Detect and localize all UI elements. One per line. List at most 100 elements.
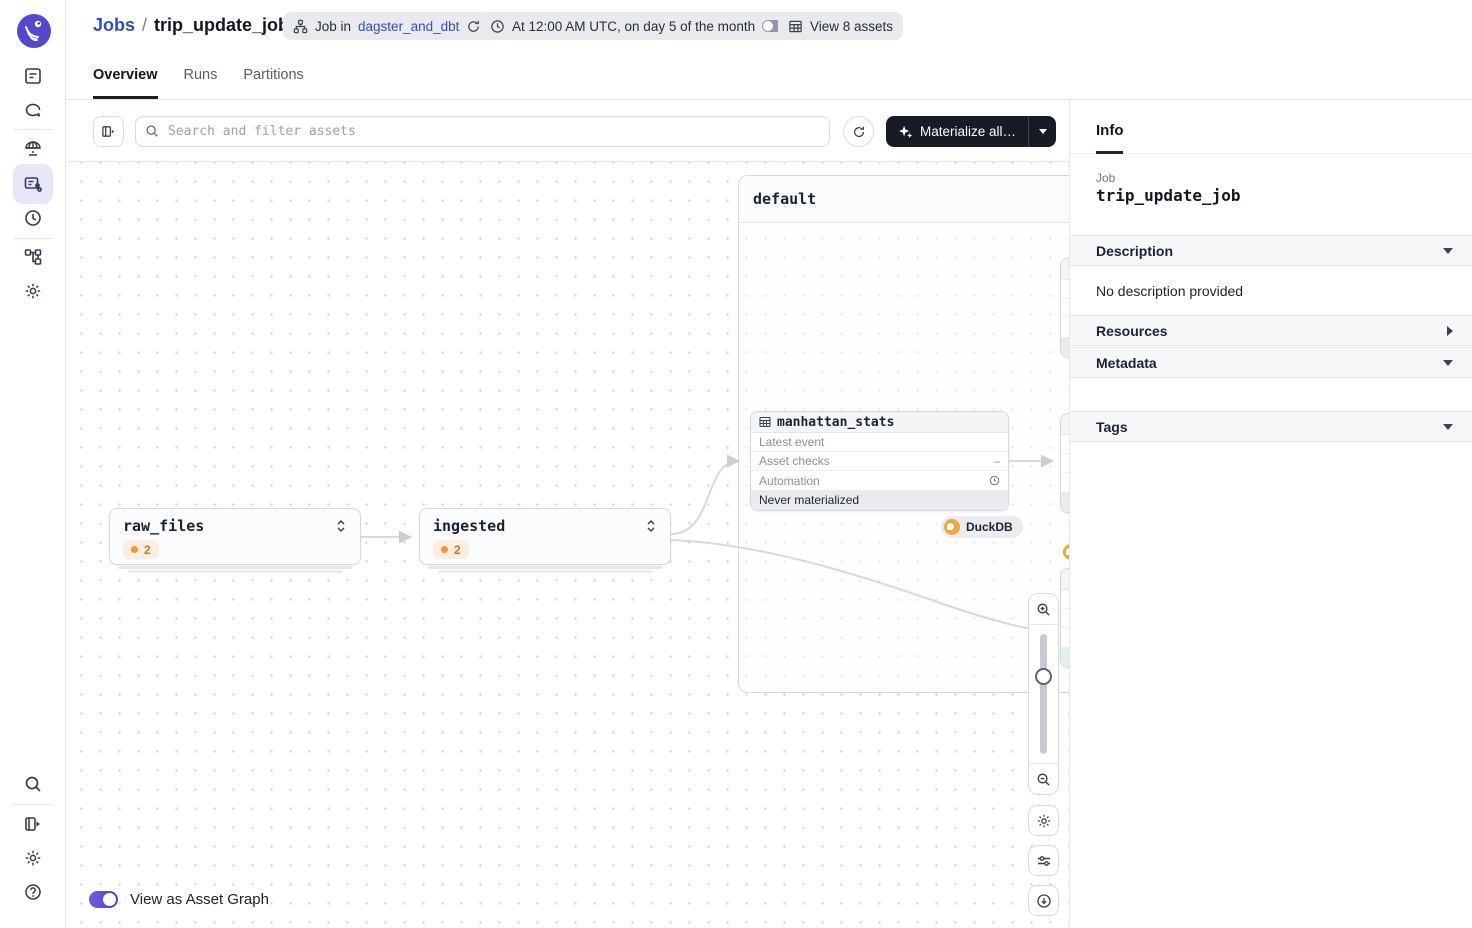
node-row-asset-checks: Asset checks–	[751, 452, 1008, 471]
table-icon	[759, 416, 771, 428]
node-row: Automation	[1061, 318, 1069, 337]
zoom-out-button[interactable]	[1029, 764, 1058, 794]
stack-effect	[428, 566, 662, 569]
expand-panel-icon[interactable]	[23, 814, 43, 834]
node-row: Automation	[1061, 628, 1069, 647]
tab-overview[interactable]: Overview	[93, 67, 158, 99]
code-location-link[interactable]: dagster_and_dbt	[358, 18, 460, 34]
graph-toolbar: Materialize all…	[66, 100, 1069, 162]
asset-node-header[interactable]: manhattan_stats	[751, 412, 1008, 433]
asset-node-clipped-2[interactable]: Latest event Asset checks Automation Nev…	[1060, 413, 1069, 513]
reload-icon[interactable]	[466, 19, 481, 34]
settings-gear-icon[interactable]	[23, 848, 43, 868]
view-as-asset-graph-toggle-row: View as Asset Graph	[89, 891, 269, 908]
sidebar-item-jobs-selected[interactable]	[13, 164, 53, 204]
asset-node-manhattan-stats[interactable]: manhattan_stats Latest event Asset check…	[750, 411, 1009, 511]
chevron-down-icon	[1443, 247, 1453, 254]
graph-settings-button[interactable]	[1028, 805, 1059, 836]
asset-node-clipped-3[interactable]: Latest event Asset checks Automation Mat…	[1060, 568, 1069, 668]
search-input[interactable]	[135, 116, 830, 147]
node-row-automation: Automation	[751, 471, 1008, 490]
tab-partitions[interactable]: Partitions	[243, 67, 304, 83]
job-in-label: Job in	[315, 18, 352, 34]
asset-group-header[interactable]: default	[739, 176, 1069, 223]
job-location-badge[interactable]: Job in dagster_and_dbt	[283, 12, 492, 40]
asset-search	[135, 116, 830, 147]
schedules-clock-icon[interactable]	[23, 208, 43, 228]
refresh-button[interactable]	[843, 116, 874, 147]
refresh-icon	[853, 126, 864, 137]
job-type-label: Job	[1096, 171, 1116, 185]
sidebar-divider	[13, 129, 53, 130]
tab-bar: Overview Runs Partitions	[93, 67, 304, 99]
gear-icon	[1037, 814, 1050, 827]
job-name: trip_update_job	[1096, 186, 1241, 205]
info-tab-divider	[1070, 153, 1472, 154]
materialization-status: Never materialized	[751, 490, 1008, 510]
duckdb-icon	[944, 519, 960, 535]
search-icon[interactable]	[23, 774, 43, 794]
asset-node-clipped-1[interactable]: Latest event Asset checks Automation Nev…	[1060, 258, 1069, 358]
stack-effect	[438, 570, 652, 573]
collapse-sidebar-button[interactable]	[93, 116, 124, 147]
section-metadata[interactable]: Metadata	[1070, 347, 1472, 378]
chevron-down-icon	[1038, 129, 1047, 134]
group-node-ingested[interactable]: ingested 2	[419, 508, 671, 573]
status-dot	[441, 546, 448, 553]
lineage-globe-icon[interactable]	[23, 139, 43, 159]
breadcrumb-jobs-link[interactable]: Jobs	[93, 15, 136, 35]
tab-runs[interactable]: Runs	[183, 67, 218, 83]
schedule-badge[interactable]: At 12:00 AM UTC, on day 5 of the month	[480, 12, 793, 40]
schedule-label: At 12:00 AM UTC, on day 5 of the month	[512, 18, 756, 34]
section-description[interactable]: Description	[1070, 235, 1472, 266]
node-row: Latest event	[1061, 435, 1069, 454]
chevron-down-icon	[1443, 359, 1453, 366]
recenter-button[interactable]	[1028, 885, 1059, 916]
help-icon[interactable]	[23, 882, 43, 902]
left-nav-sidebar	[0, 0, 66, 928]
clock-icon	[491, 19, 504, 33]
info-tab[interactable]: Info	[1096, 122, 1124, 139]
deployment-gear-icon[interactable]	[23, 281, 43, 301]
graph-panel: Materialize all… default	[66, 100, 1069, 928]
catalog-icon[interactable]	[23, 66, 43, 86]
sidebar-divider	[13, 804, 53, 805]
graph-filters-button[interactable]	[1028, 845, 1059, 876]
workflow-icon	[293, 19, 308, 33]
asset-node-header[interactable]	[1061, 259, 1069, 280]
group-node-raw-files[interactable]: raw_files 2	[109, 508, 361, 573]
asset-node-header[interactable]	[1061, 569, 1069, 590]
view-assets-label: View 8 assets	[810, 18, 894, 34]
materialize-dropdown-button[interactable]	[1028, 116, 1056, 147]
unfold-icon[interactable]	[335, 519, 347, 533]
node-row: Automation	[1061, 473, 1069, 492]
zoom-slider-handle[interactable]	[1035, 668, 1052, 685]
materialize-all-main[interactable]: Materialize all…	[886, 116, 1028, 147]
schedule-toggle[interactable]	[762, 20, 783, 32]
zoom-in-icon	[1037, 603, 1050, 616]
node-row: Asset checks	[1061, 299, 1069, 318]
unfold-icon[interactable]	[645, 519, 657, 533]
asset-count-badge: 2	[433, 540, 469, 559]
materialize-all-button[interactable]: Materialize all…	[886, 116, 1057, 147]
node-name: raw_files	[123, 517, 205, 535]
asset-count-badge: 2	[123, 540, 159, 559]
asset-graph-canvas[interactable]: default raw_files 2	[66, 162, 1069, 928]
resources-graph-icon[interactable]	[23, 247, 43, 267]
section-resources[interactable]: Resources	[1070, 315, 1472, 346]
node-row: Latest event	[1061, 590, 1069, 609]
duckdb-icon-clipped	[1063, 544, 1069, 560]
zoom-slider-track[interactable]	[1040, 634, 1047, 754]
breadcrumb: Jobs / trip_update_job	[93, 15, 289, 36]
info-panel: Info Job trip_update_job Description No …	[1069, 100, 1472, 928]
section-tags[interactable]: Tags	[1070, 411, 1472, 442]
runs-icon[interactable]	[23, 100, 43, 120]
zoom-out-icon	[1037, 773, 1050, 786]
kind-badge-duckdb[interactable]: DuckDB	[941, 516, 1023, 538]
asset-graph-toggle[interactable]	[89, 891, 118, 908]
zoom-slider[interactable]	[1029, 624, 1058, 764]
asset-node-header[interactable]	[1061, 414, 1069, 435]
zoom-in-button[interactable]	[1029, 594, 1058, 624]
view-assets-badge[interactable]: View 8 assets	[778, 12, 904, 40]
dagster-logo-icon[interactable]	[16, 13, 52, 49]
